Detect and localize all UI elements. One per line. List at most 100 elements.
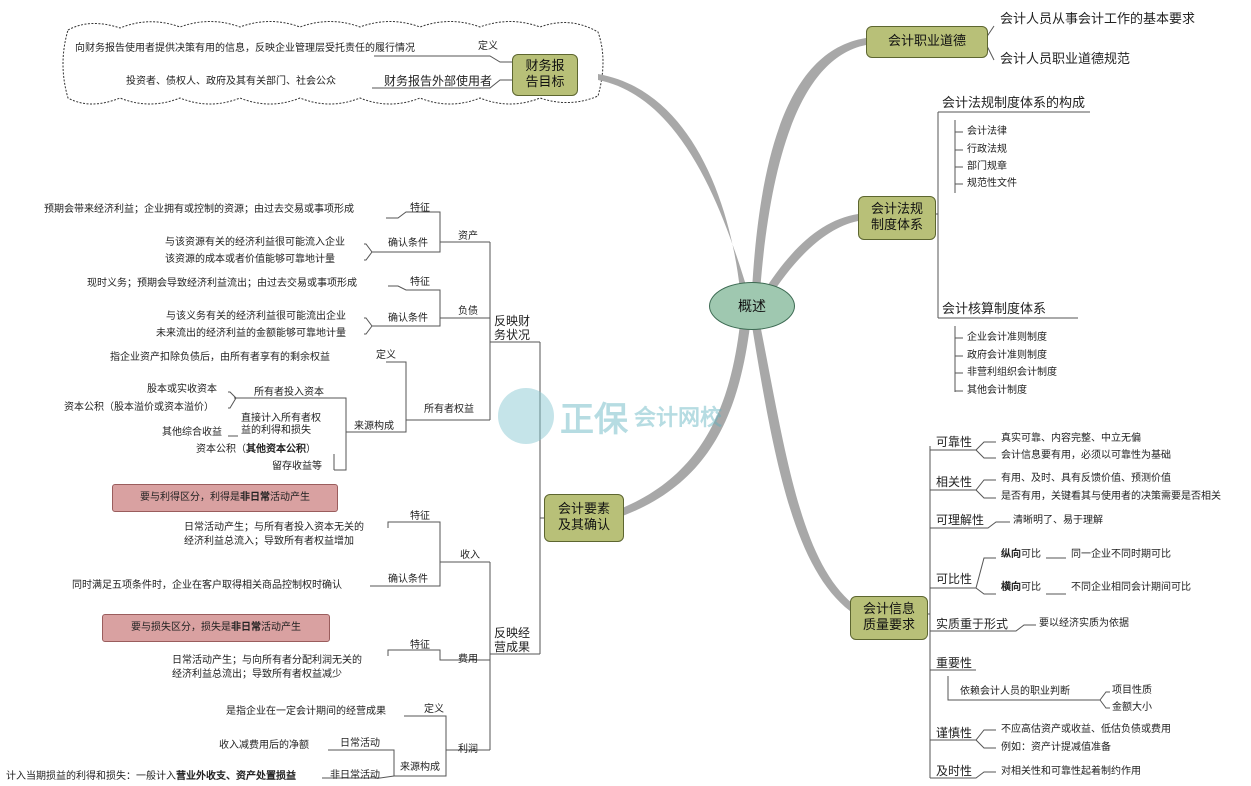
quality-reliability-label: 可靠性 [936,435,973,449]
revenue-recognition-text: 同时满足五项条件时，企业在客户取得相关商品控制权时确认 [72,580,342,591]
laws-composition-item: 行政法规 [967,144,1007,155]
quality-substance-label: 实质重于形式 [936,617,1009,631]
watermark: 正保 会计网校 [498,388,722,444]
revenue-feature-label: 特征 [410,511,430,522]
profit-definition-text: 是指企业在一定会计期间的经营成果 [226,706,386,717]
laws-composition-title: 会计法规制度体系的构成 [942,96,1086,111]
materiality-item: 金额大小 [1112,702,1152,713]
equity-other-capital-suffix: ） [306,444,316,455]
profit-daily-text: 收入减费用后的净额 [219,740,309,751]
equity-definition-text: 指企业资产扣除负债后，由所有者享有的剩余权益 [110,352,330,363]
topic-elements[interactable]: 会计要素 及其确认 [544,494,624,542]
expense-note-prefix: 要与损失区分，损失是 [131,622,231,633]
equity-other-capital: 资本公积（其他资本公积） [196,444,316,456]
quality-understandability-label: 可理解性 [936,513,985,527]
quality-relevance-item: 是否有用，关键看其与使用者的决策需要是否相关 [1001,491,1221,502]
topic-ethics[interactable]: 会计职业道德 [866,26,988,58]
quality-timeliness-label: 及时性 [936,764,973,778]
quality-relevance-item: 有用、及时、具有反馈价值、预测价值 [1001,473,1171,484]
liability-recognition-item: 未来流出的经济利益的金额能够可靠地计量 [156,328,346,339]
profit-nondaily-bold: 营业外收支、资产处置损益 [176,771,296,782]
laws-system-item: 非营利组织会计制度 [967,367,1057,378]
topic-quality[interactable]: 会计信息 质量要求 [850,596,928,640]
revenue-note: 要与利得区分，利得是非日常活动产生 [112,484,338,512]
watermark-big-text: 正保 [560,399,628,440]
expense-note-suffix: 活动产生 [261,622,301,633]
asset-label: 资产 [458,231,478,242]
comparability-vertical-rest: 可比 [1021,549,1041,560]
laws-system-title: 会计核算制度体系 [942,302,1047,317]
profit-nondaily-text: 计入当期损益的利得和损失：一般计入营业外收支、资产处置损益 [6,771,296,783]
liability-label: 负债 [458,306,478,317]
comparability-horizontal-desc: 不同企业相同会计期间可比 [1071,582,1191,593]
materiality-item: 项目性质 [1112,685,1152,696]
objective-users-label: 财务报告外部使用者 [384,74,493,88]
prudence-item: 不应高估资产或收益、低估负债或费用 [1001,724,1171,735]
ethics-item-1: 会计人员从事会计工作的基本要求 [1000,12,1196,27]
quality-reliability-item: 会计信息要有用，必须以可靠性为基础 [1001,450,1171,461]
equity-direct-item: 其他综合收益 [162,427,222,438]
center-topic[interactable]: 概述 [709,282,795,330]
equity-retained: 留存收益等 [272,461,322,472]
revenue-label: 收入 [460,550,480,561]
liability-feature-text: 现时义务；预期会导致经济利益流出；由过去交易或事项形成 [87,278,357,289]
equity-owner-invest-item: 股本或实收资本 [147,384,217,395]
expense-note-bold: 非日常 [231,622,261,633]
comparability-vertical-desc: 同一企业不同时期可比 [1071,549,1171,560]
materiality-basis: 依赖会计人员的职业判断 [960,686,1070,697]
topic-laws[interactable]: 会计法规 制度体系 [858,196,936,240]
revenue-note-suffix: 活动产生 [270,492,310,503]
equity-source-label: 来源构成 [354,421,394,432]
profit-daily-label: 日常活动 [340,738,380,749]
equity-other-capital-prefix: 资本公积（ [196,444,246,455]
liability-recognition-label: 确认条件 [388,313,428,324]
equity-other-capital-bold: 其他资本公积 [246,444,306,455]
profit-label: 利润 [458,744,478,755]
comparability-horizontal-bold: 横向 [1001,582,1021,593]
liability-feature-label: 特征 [410,277,430,288]
watermark-small-text: 会计网校 [634,406,723,431]
ethics-item-2: 会计人员职业道德规范 [1000,52,1131,67]
expense-feature-text: 日常活动产生；与向所有者分配利润无关的 经济利益总流出；导致所有者权益减少 [172,655,362,680]
objective-cloud [62,21,604,105]
equity-owner-invest-item: 资本公积（股本溢价或资本溢价） [64,402,214,413]
objective-definition-text: 向财务报告使用者提供决策有用的信息，反映企业管理层受托责任的履行情况 [75,43,415,54]
quality-understandability-desc: 清晰明了、易于理解 [1013,515,1103,526]
profit-source-label: 来源构成 [400,762,440,773]
laws-composition-item: 部门规章 [967,161,1007,172]
equity-label: 所有者权益 [424,404,474,415]
watermark-logo-icon [498,388,554,444]
revenue-recognition-label: 确认条件 [388,574,428,585]
revenue-note-prefix: 要与利得区分，利得是 [140,492,240,503]
position-title: 反映财 务状况 [494,314,531,342]
expense-note: 要与损失区分，损失是非日常活动产生 [102,614,330,642]
prudence-item: 例如：资产计提减值准备 [1001,742,1111,753]
equity-definition-label: 定义 [376,350,396,361]
equity-direct-label: 直接计入所有者权 益的利得和损失 [241,413,321,436]
objective-users-text: 投资者、债权人、政府及其有关部门、社会公众 [126,76,336,87]
asset-recognition-label: 确认条件 [388,238,428,249]
performance-title: 反映经 营成果 [494,626,531,654]
expense-feature-label: 特征 [410,640,430,651]
quality-reliability-item: 真实可靠、内容完整、中立无偏 [1001,433,1141,444]
quality-substance-desc: 要以经济实质为依据 [1039,618,1129,629]
laws-composition-item: 会计法律 [967,126,1007,137]
quality-relevance-label: 相关性 [936,475,973,489]
asset-feature-label: 特征 [410,203,430,214]
revenue-note-bold: 非日常 [240,492,270,503]
quality-materiality-label: 重要性 [936,656,973,670]
liability-recognition-item: 与该义务有关的经济利益很可能流出企业 [166,311,346,322]
objective-definition-label: 定义 [478,41,498,52]
profit-nondaily-label: 非日常活动 [330,770,380,781]
comparability-vertical-bold: 纵向 [1001,549,1021,560]
equity-owner-invest-label: 所有者投入资本 [254,387,324,398]
quality-timeliness-desc: 对相关性和可靠性起着制约作用 [1001,766,1141,777]
revenue-feature-text: 日常活动产生；与所有者投入资本无关的 经济利益总流入；导致所有者权益增加 [184,522,364,547]
asset-feature-text: 预期会带来经济利益；企业拥有或控制的资源；由过去交易或事项形成 [44,204,354,215]
laws-system-item: 企业会计准则制度 [967,332,1047,343]
profit-definition-label: 定义 [424,704,444,715]
topic-objective[interactable]: 财务报 告目标 [512,54,578,96]
laws-composition-item: 规范性文件 [967,178,1017,189]
laws-system-item: 其他会计制度 [967,385,1027,396]
